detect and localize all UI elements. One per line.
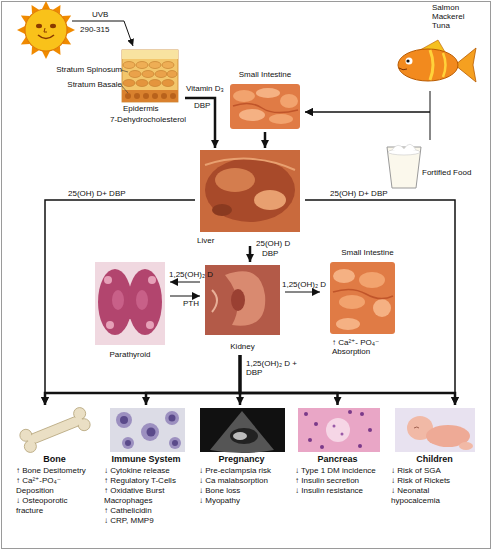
panel-heading: Children [387,454,482,464]
edge-label: 1,25(OH)₂ D [282,280,332,289]
sun-symbol [17,1,75,59]
leader-line [121,70,128,72]
epidermis-image [122,50,178,102]
connector-arrow [170,282,200,283]
edge-label: Vitamin D₃ [186,84,238,93]
edge-label: 1,25(OH)₂ D [166,270,216,279]
parathyroid-image [95,262,165,345]
effect-item: ↓ Type 1 DM incidence [291,466,384,476]
effect-item: ↓ Pre-eclampsia risk [195,466,288,476]
food-source-node: Salmon Mackerel Tuna [390,3,480,91]
effect-item: ↓ Neonatal hypocalcemia [387,486,482,506]
panel-heading: Bone [12,454,97,464]
node-text: Fortified Food [422,168,480,177]
edge-label: PTH [176,299,206,308]
effect-item: ↑ Cathelicidin [100,506,192,516]
effect-item: ↓ Osteoporotic fracture [12,496,97,516]
intestine-image [230,84,300,129]
connector-arrow [249,246,252,262]
edge-label: 1,25(OH)₂ D + DBP [246,359,298,377]
effect-item: ↑ Oxidative Burst Macrophages [100,486,192,506]
effect-item: ↓ CRP, MMP9 [100,516,192,526]
node-text: Stratum Spinosum [56,65,122,74]
connector-arrow [305,200,455,405]
node-text: 7-Dehydrocholesterol [110,115,190,124]
fish-image [398,40,476,82]
node-text: Salmon Mackerel Tuna [432,3,476,31]
newborn-image [395,408,475,452]
node-text: Epidermis [123,104,183,113]
skin-node: Stratum SpinosumStratum BasaleEpidermis7… [55,45,185,130]
connector-arrow [240,355,338,405]
organ-node: Liver [195,148,305,246]
uvb-arrow [72,21,133,46]
free-label: 290-315 [80,25,120,34]
effect-panel: Pancreas ↓ Type 1 DM incidence↑ Insulin s… [291,405,384,545]
node-text: ↑ Ca²⁺- PO₄⁻ Absorption [332,338,407,356]
effect-panel: Pregnancy ↓ Pre-eclampsia risk↓ Ca malabs… [195,405,288,545]
connector-arrow [264,132,267,148]
connector-arrow [285,292,320,293]
intestine-image [330,262,395,334]
effect-item: ↓ Myopathy [195,496,288,506]
ultrasound-image [200,408,285,453]
effect-item: ↓ Insulin resistance [291,486,384,496]
food-source-node: Fortified Food [380,140,480,190]
node-text: Small Intestine [320,248,415,257]
effect-item: ↑ Insulin secretion [291,476,384,486]
effect-item: ↑ Regulatory T-Cells [100,476,192,486]
effect-item: ↓ Risk of SGA [387,466,482,476]
effect-item: ↓ Cytokine release [100,466,192,476]
panel-heading: Pregnancy [195,454,288,464]
effect-item: ↓ Ca malabsorption [195,476,288,486]
bone-image [18,406,92,454]
effect-item: ↓ Risk of Rickets [387,476,482,486]
node-text: Liver [197,236,237,245]
connector-arrow [239,355,242,405]
effect-item: ↑ Bone Desitometry [12,466,97,476]
effect-panel: Children ↓ Risk of SGA↓ Risk of Rickets↓ … [387,405,482,545]
panel-heading: Immune System [100,454,192,464]
free-label: DBP [194,101,224,110]
edge-label: 25(OH) D+ DBP [330,189,410,198]
organ-node: Small Intestine [225,70,305,132]
node-text: Stratum Basale [56,80,122,89]
connector-arrow [305,112,430,140]
immune-cells-image [110,408,185,452]
pancreas-histology-image [298,408,380,452]
leader-line [121,85,128,93]
node-text: Parathyroid [90,350,170,359]
kidney-image [205,265,280,335]
node-text: Small Intestine [225,70,305,79]
connector-arrow [170,296,200,297]
effect-item: ↑ Ca²⁺-PO₄⁻ Deposition [12,476,97,496]
organ-node: Parathyroid [90,258,170,362]
connector-arrow [45,200,195,405]
free-label: DBP [262,249,292,258]
liver-image [200,150,300,232]
effect-item: ↓ Bone loss [195,486,288,496]
connector-arrow [305,91,430,112]
connector-arrow [240,355,455,405]
organ-node: Small Intestine ↑ Ca²⁺- PO₄⁻ Absorption [320,248,415,366]
connector-arrow [45,355,240,405]
node-text: Kidney [200,342,285,351]
edge-label: 25(OH) D+ DBP [68,189,148,198]
panel-heading: Pancreas [291,454,384,464]
connector-arrow [146,355,240,405]
edge-label: 25(OH) D [256,239,306,248]
effect-panel: Bone ↑ Bone Desitometry↑ Ca²⁺-PO₄⁻ Deposi… [12,405,97,545]
free-label: UVB [92,10,122,19]
milk-glass-image [387,144,421,188]
effect-panel: Immune System ↓ Cytokine release↑ Regulat… [100,405,192,545]
